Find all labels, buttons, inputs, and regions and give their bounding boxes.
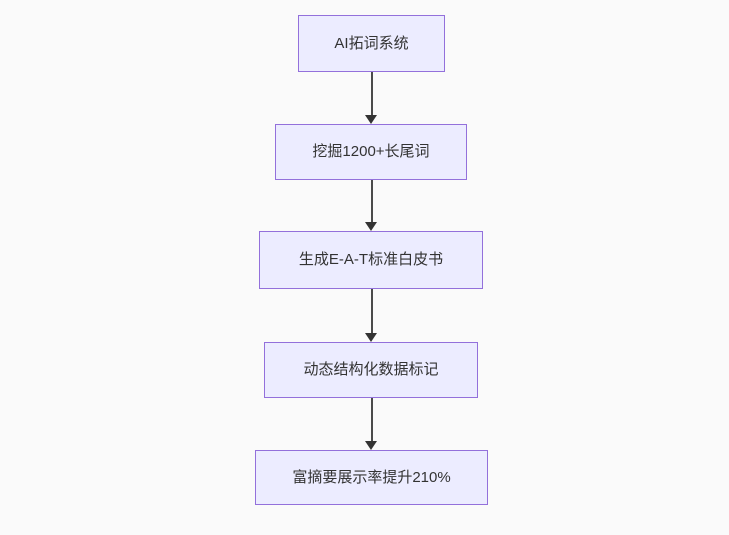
node-label: 动态结构化数据标记 — [303, 361, 439, 378]
node-label: 生成E-A-T标准白皮书 — [298, 251, 444, 268]
node-label: AI拓词系统 — [334, 34, 409, 52]
arrow-line — [370, 289, 373, 335]
flowchart-edge-3 — [365, 289, 378, 342]
node-label: 挖掘1200+长尾词 — [312, 143, 430, 160]
flowchart-node-ai-word-expansion-system: AI拓词系统 — [298, 15, 445, 72]
flowchart-edge-2 — [365, 180, 378, 231]
flowchart-node-structured-data-markup: 动态结构化数据标记 — [264, 342, 478, 398]
arrow-down-icon — [365, 222, 377, 231]
flowchart-node-longtail-keywords: 挖掘1200+长尾词 — [275, 124, 467, 180]
arrow-down-icon — [365, 333, 377, 342]
node-label: 富摘要展示率提升210% — [292, 468, 451, 486]
arrow-line — [370, 398, 373, 443]
arrow-down-icon — [365, 115, 377, 124]
flowchart-edge-1 — [365, 72, 378, 124]
flowchart-edge-4 — [365, 398, 378, 450]
flowchart-node-rich-snippet-rate: 富摘要展示率提升210% — [255, 450, 488, 505]
arrow-line — [370, 180, 373, 224]
arrow-down-icon — [365, 441, 377, 450]
arrow-line — [370, 72, 373, 117]
flowchart-node-eat-whitepaper: 生成E-A-T标准白皮书 — [259, 231, 483, 289]
